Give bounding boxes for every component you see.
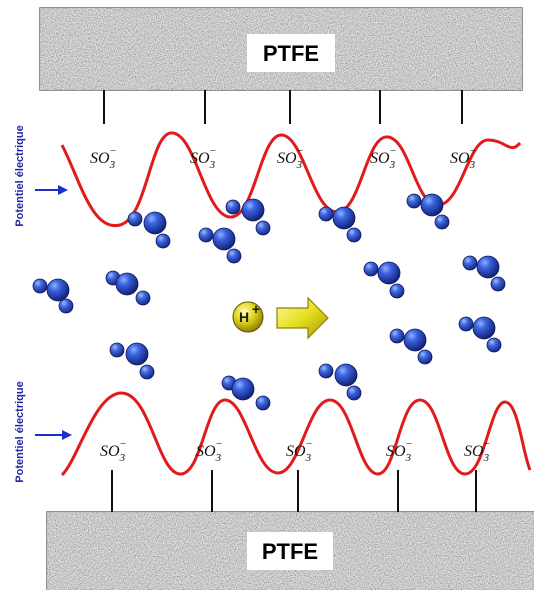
sulfonate-label: SO3− [90, 145, 117, 171]
hydrogen-atom [346, 227, 362, 243]
hydrogen-atom [490, 276, 506, 292]
water-molecules [32, 193, 506, 411]
top-sulfonate-labels: SO3− SO3− SO3− SO3− SO3− [90, 145, 477, 171]
hydrogen-atom [255, 395, 271, 411]
water-molecule [318, 206, 362, 243]
hydrogen-atom [406, 193, 422, 209]
top-tethers [103, 90, 463, 124]
hydrogen-atom [198, 227, 214, 243]
sulfonate-label: SO3− [100, 438, 127, 464]
water-molecule [32, 278, 74, 314]
water-molecule [109, 342, 155, 380]
ptfe-top-label-box [247, 34, 335, 72]
sulfonate-label: SO3− [277, 145, 304, 171]
hydrogen-atom [417, 349, 433, 365]
hydrogen-atom [318, 206, 334, 222]
water-molecule [221, 375, 271, 411]
hydrogen-atom [155, 233, 171, 249]
oxygen-atom [231, 377, 255, 401]
sulfonate-label: SO3− [286, 438, 313, 464]
water-molecule [318, 363, 362, 401]
bottom-sulfonate-labels: SO3− SO3− SO3− SO3− SO3− [100, 438, 491, 464]
oxygen-atom [212, 227, 236, 251]
hydrogen-atom [225, 199, 241, 215]
hydrogen-atom [139, 364, 155, 380]
hydrogen-atom [127, 211, 143, 227]
oxygen-atom [476, 255, 500, 279]
ptfe-bottom-block: PTFE [46, 511, 534, 590]
ptfe-bottom-label-box [247, 532, 333, 570]
potential-label-bottom: Potentiel électrique [14, 381, 26, 482]
hydrogen-atom [318, 363, 334, 379]
water-molecule [225, 198, 271, 236]
water-molecule [406, 193, 450, 230]
hydrogen-atom [486, 337, 502, 353]
hydrogen-atom [462, 255, 478, 271]
sulfonate-label: SO3− [370, 145, 397, 171]
hydrogen-atom [255, 220, 271, 236]
bottom-membrane-wave [60, 391, 532, 477]
hydrogen-atom [434, 214, 450, 230]
oxygen-atom [46, 278, 70, 302]
ptfe-top-label: PTFE [263, 41, 319, 66]
oxygen-atom [420, 193, 444, 217]
water-molecule [458, 316, 502, 353]
oxygen-atom [241, 198, 265, 222]
potential-arrow-bottom [35, 430, 72, 440]
top-membrane-wave [60, 131, 522, 228]
hydrogen-atom [389, 328, 405, 344]
proton-direction-arrow [276, 296, 329, 340]
proton-charge: + [252, 301, 260, 317]
sulfonate-label: SO3− [196, 438, 223, 464]
oxygen-atom [334, 363, 358, 387]
potential-arrow-top [35, 185, 68, 195]
oxygen-atom [403, 328, 427, 352]
sulfonate-label: SO3− [190, 145, 217, 171]
hydrogen-atom [226, 248, 242, 264]
oxygen-atom [115, 272, 139, 296]
hydrogen-atom [58, 298, 74, 314]
hydrogen-atom [109, 342, 125, 358]
water-molecule [389, 328, 433, 365]
hydrogen-atom [363, 261, 379, 277]
water-molecule [363, 261, 405, 299]
hydrogen-atom [458, 316, 474, 332]
sulfonate-label: SO3− [386, 438, 413, 464]
water-molecule [127, 211, 171, 249]
proton: H + [232, 301, 264, 333]
oxygen-atom [332, 206, 356, 230]
proton-label: H [239, 309, 249, 325]
water-molecule [105, 270, 151, 306]
ptfe-bottom-label: PTFE [262, 539, 318, 564]
hydrogen-atom [346, 385, 362, 401]
oxygen-atom [143, 211, 167, 235]
bottom-tethers [111, 470, 477, 512]
hydrogen-atom [389, 283, 405, 299]
oxygen-atom [125, 342, 149, 366]
water-molecule [462, 255, 506, 292]
sulfonate-label: SO3− [450, 145, 477, 171]
oxygen-atom [472, 316, 496, 340]
sulfonate-label: SO3− [464, 438, 491, 464]
water-molecule [198, 227, 242, 264]
proton-sphere [232, 301, 264, 333]
ptfe-top-block: PTFE [39, 7, 523, 91]
potential-label-top: Potentiel électrique [14, 125, 26, 226]
oxygen-atom [377, 261, 401, 285]
hydrogen-atom [32, 278, 48, 294]
hydrogen-atom [135, 290, 151, 306]
